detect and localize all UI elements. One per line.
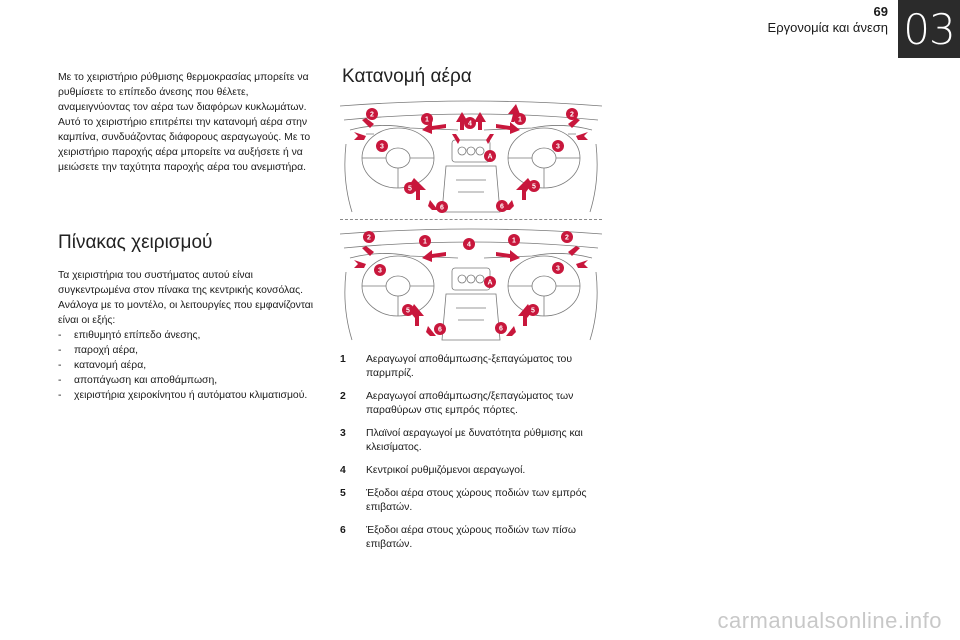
callout-marker-1: 1 [419, 235, 431, 247]
callout-marker-4: 4 [463, 238, 475, 250]
list-item: χειριστήρια χειροκίνητου ή αυτόματου κλι… [58, 388, 328, 403]
svg-text:5: 5 [532, 184, 536, 191]
svg-text:3: 3 [556, 266, 560, 273]
callout-marker-3: 3 [552, 140, 564, 152]
callout-marker-3: 3 [374, 264, 386, 276]
svg-text:4: 4 [467, 242, 471, 249]
legend-text: Κεντρικοί ρυθμιζόμενοι αεραγωγοί. [366, 465, 526, 476]
svg-text:3: 3 [378, 268, 382, 275]
controls-section: Τα χειριστήρια του συστήματος αυτού είνα… [58, 268, 328, 403]
callout-marker-1: 1 [514, 113, 526, 125]
controls-paragraph: Τα χειριστήρια του συστήματος αυτού είνα… [58, 270, 314, 326]
callout-marker-6: 6 [495, 322, 507, 334]
svg-text:3: 3 [380, 144, 384, 151]
svg-text:1: 1 [518, 117, 522, 124]
controls-list: επιθυμητό επίπεδο άνεσης, παροχή αέρα, κ… [58, 328, 328, 403]
legend-item: 2 Αεραγωγοί αποθάμπωσης/ξεπαγώματος των … [340, 390, 602, 418]
legend-number: 4 [340, 465, 346, 476]
legend-number: 5 [340, 488, 346, 499]
svg-text:6: 6 [438, 327, 442, 334]
legend-item: 3 Πλαϊνοί αεραγωγοί με δυνατότητα ρύθμισ… [340, 427, 602, 455]
callout-marker-6: 6 [434, 323, 446, 335]
legend-text: Αεραγωγοί αποθάμπωσης/ξεπαγώματος των πα… [366, 391, 574, 416]
list-item: επιθυμητό επίπεδο άνεσης, [58, 328, 328, 343]
callout-marker-5: 5 [528, 180, 540, 192]
svg-text:6: 6 [500, 204, 504, 211]
callout-marker-A: A [484, 276, 496, 288]
legend-text: Αεραγωγοί αποθάμπωσης-ξεπαγώματος του πα… [366, 354, 572, 379]
legend-number: 2 [340, 391, 346, 402]
callout-marker-5: 5 [402, 304, 414, 316]
svg-text:4: 4 [468, 121, 472, 128]
intro-paragraph: Με το χειριστήριο ρύθμισης θερμοκρασίας … [58, 72, 311, 173]
section-heading: Εργονομία και άνεση [767, 20, 888, 35]
list-item: κατανομή αέρα, [58, 358, 328, 373]
callout-marker-6: 6 [496, 200, 508, 212]
callout-marker-1: 1 [508, 234, 520, 246]
callout-marker-3: 3 [552, 262, 564, 274]
callout-marker-4: 4 [464, 117, 476, 129]
callout-marker-2: 2 [566, 108, 578, 120]
list-item: αποπάγωση και αποθάμπωση, [58, 373, 328, 388]
svg-text:5: 5 [406, 308, 410, 315]
controls-heading: Πίνακας χειρισμού [58, 232, 213, 253]
page-number: 69 [873, 4, 888, 19]
diagram-divider [340, 219, 602, 220]
svg-text:1: 1 [423, 239, 427, 246]
distribution-heading: Κατανομή αέρα [342, 66, 472, 87]
svg-text:6: 6 [499, 326, 503, 333]
chapter-tab: 03 [898, 0, 960, 58]
watermark: carmanualsonline.info [717, 608, 942, 633]
svg-text:2: 2 [370, 112, 374, 119]
air-distribution-diagram-top: 1 1 2 2 3 3 4 A 5 5 6 6 [340, 100, 602, 213]
svg-text:1: 1 [512, 238, 516, 245]
legend-number: 6 [340, 525, 346, 536]
callout-marker-2: 2 [366, 108, 378, 120]
legend-item: 5 Έξοδοι αέρα στους χώρους ποδιών των εμ… [340, 487, 602, 515]
callout-marker-6: 6 [436, 201, 448, 213]
air-distribution-diagram-bottom: 1 1 2 2 3 3 4 A 5 5 6 6 [340, 228, 602, 341]
svg-text:2: 2 [570, 112, 574, 119]
legend-item: 4 Κεντρικοί ρυθμιζόμενοι αεραγωγοί. [340, 464, 602, 478]
callout-marker-3: 3 [376, 140, 388, 152]
svg-text:2: 2 [565, 235, 569, 242]
legend-text: Έξοδοι αέρα στους χώρους ποδιών των εμπρ… [366, 488, 587, 513]
list-item: παροχή αέρα, [58, 343, 328, 358]
svg-text:5: 5 [531, 308, 535, 315]
callout-marker-5: 5 [404, 182, 416, 194]
legend-item: 6 Έξοδοι αέρα στους χώρους ποδιών των πί… [340, 524, 602, 552]
svg-text:2: 2 [367, 235, 371, 242]
callout-marker-2: 2 [363, 231, 375, 243]
legend-text: Έξοδοι αέρα στους χώρους ποδιών των πίσω… [366, 525, 577, 550]
callout-marker-A: A [484, 150, 496, 162]
legend-list: 1 Αεραγωγοί αποθάμπωσης-ξεπαγώματος του … [340, 353, 602, 561]
legend-text: Πλαϊνοί αεραγωγοί με δυνατότητα ρύθμισης… [366, 428, 583, 453]
callout-marker-2: 2 [561, 231, 573, 243]
callout-marker-5: 5 [527, 304, 539, 316]
svg-text:1: 1 [425, 117, 429, 124]
legend-item: 1 Αεραγωγοί αποθάμπωσης-ξεπαγώματος του … [340, 353, 602, 381]
legend-number: 1 [340, 354, 346, 365]
svg-text:3: 3 [556, 144, 560, 151]
svg-text:A: A [487, 280, 492, 287]
svg-text:A: A [487, 154, 492, 161]
legend-number: 3 [340, 428, 346, 439]
svg-text:5: 5 [408, 186, 412, 193]
svg-text:6: 6 [440, 205, 444, 212]
callout-marker-1: 1 [421, 113, 433, 125]
